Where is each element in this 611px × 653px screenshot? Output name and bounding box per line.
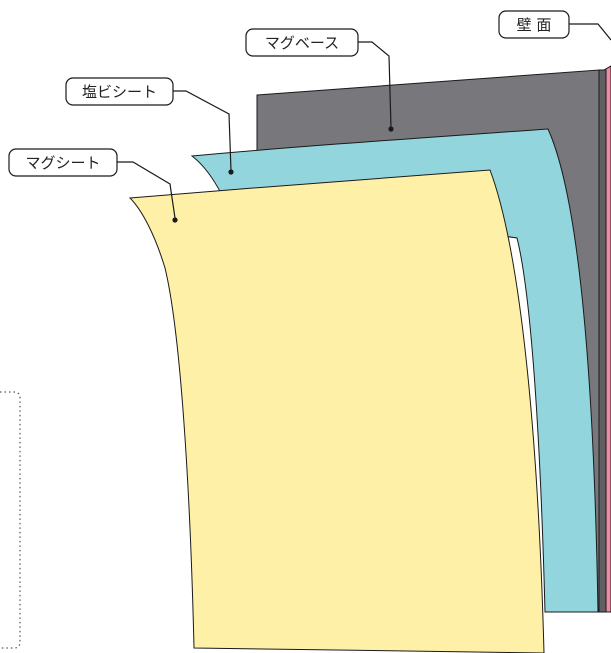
wall-label: 壁 面 <box>517 16 552 34</box>
pvc-sheet-layer <box>190 128 599 613</box>
wall-leader-line <box>569 23 611 41</box>
mag-base-leader-line <box>358 41 392 129</box>
pvc-sheet-leader-dot <box>228 169 234 175</box>
mag-sheet-layer <box>128 169 545 653</box>
pvc-sheet-label: 塩ビシート <box>82 83 157 101</box>
mag-base-label: マグベース <box>265 34 339 52</box>
mag-sheet-leader-line <box>117 161 176 219</box>
mag-base-leader-dot <box>388 126 394 132</box>
mag-base-side <box>598 69 607 613</box>
dotted-bracket <box>0 391 21 649</box>
mag-sheet-label: マグシート <box>25 154 100 172</box>
mag-sheet-leader-dot <box>172 217 178 223</box>
pvc-sheet-leader-line <box>173 90 232 172</box>
